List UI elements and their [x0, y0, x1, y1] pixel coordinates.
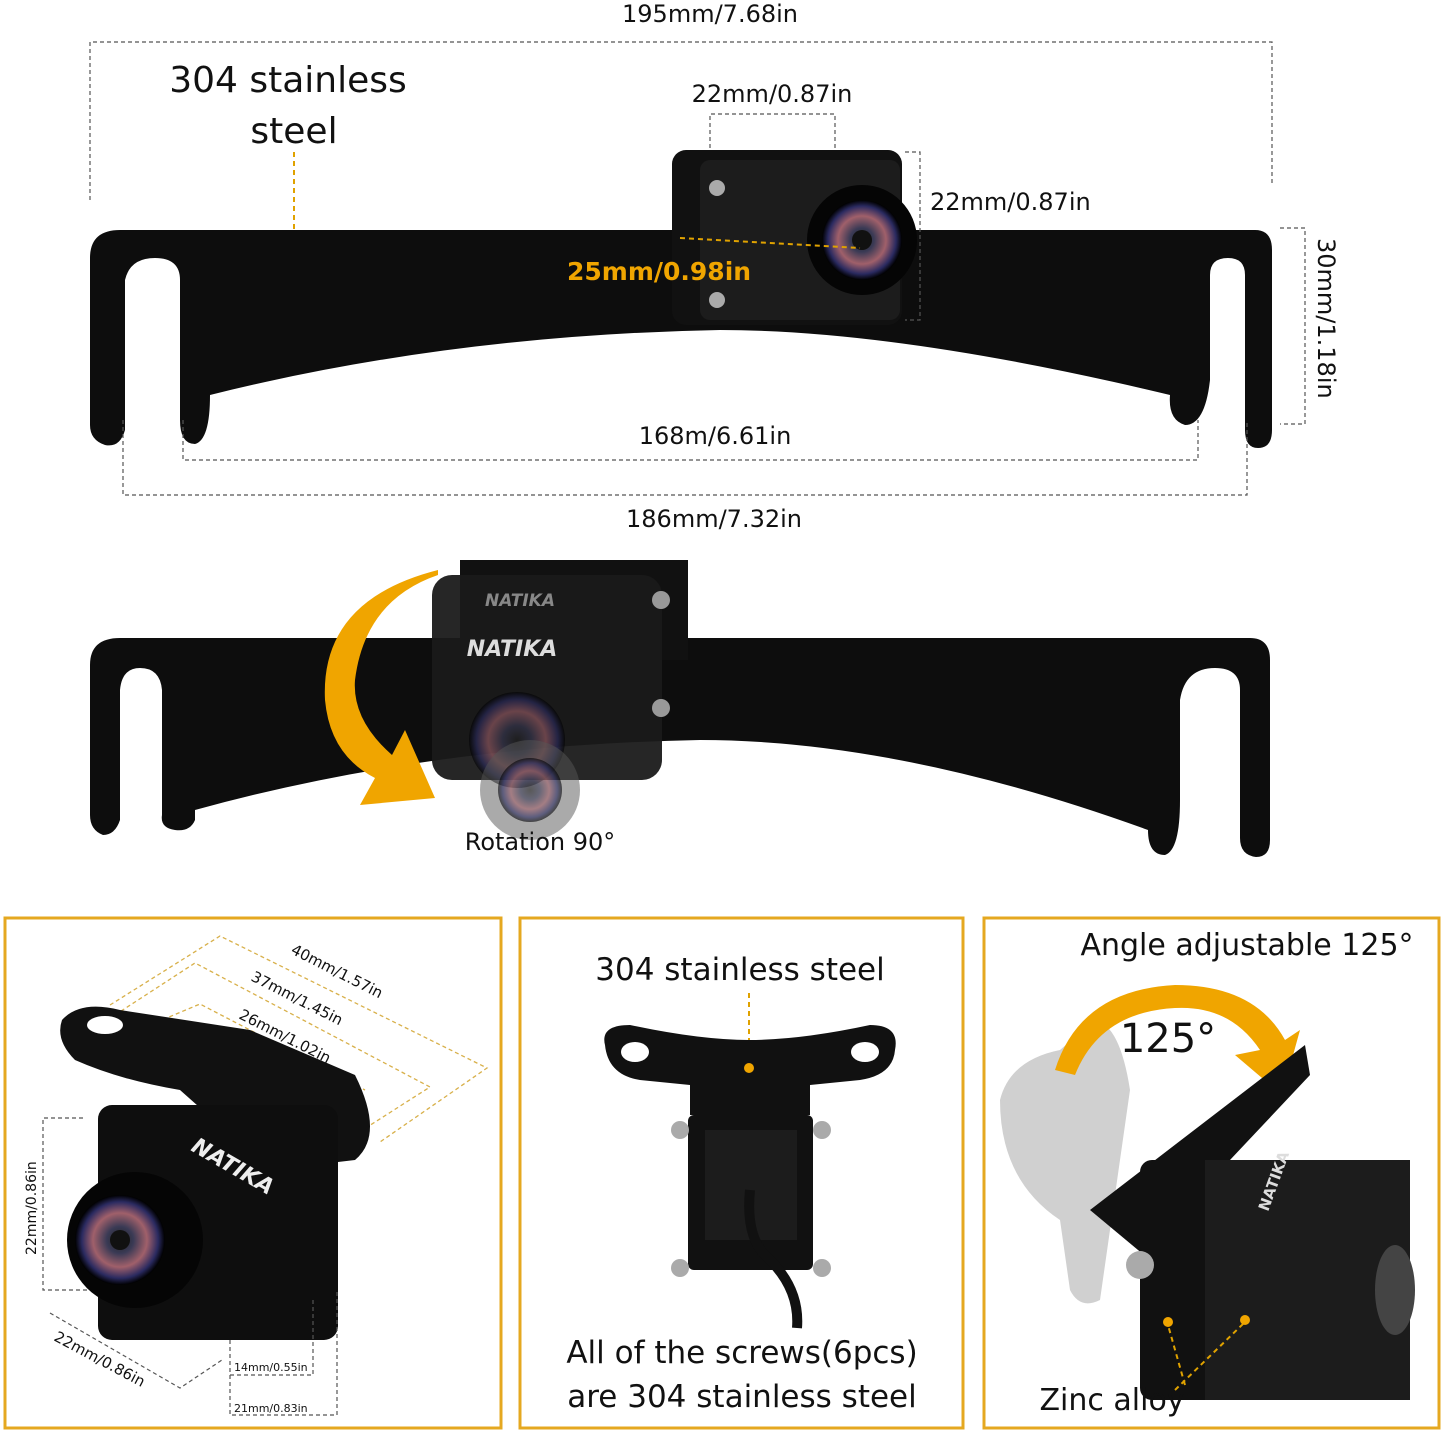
rotation-label: Rotation 90°	[465, 828, 616, 856]
svg-text:NATIKA: NATIKA	[485, 591, 555, 611]
license-bracket-2	[90, 638, 1270, 857]
dimension-14mm: 14mm/0.55in	[234, 1361, 308, 1374]
panel-dimensions: 40mm/1.57in 37mm/1.45in 26mm/1.02in NATI…	[3, 916, 503, 1430]
license-bracket	[90, 230, 1272, 448]
dimension-height: 22mm/0.86in	[24, 1161, 40, 1255]
angle-value: 125°	[1120, 1016, 1216, 1062]
panel-angle: Angle adjustable 125° 125° NATIKA Zinc a…	[982, 916, 1441, 1430]
rotation-arrow-icon	[324, 570, 438, 805]
zinc-alloy-label: Zinc alloy	[1039, 1383, 1184, 1418]
material-label-line1: 304 stainless	[169, 60, 407, 101]
panel-steel: 304 stainless steel All of the screws(6p…	[518, 916, 965, 1430]
dimension-21mm: 21mm/0.83in	[234, 1402, 308, 1415]
angle-arrow-icon	[1055, 985, 1300, 1095]
slot-span-label: 186mm/7.32in	[626, 505, 802, 533]
camera-offset-label: 25mm/0.98in	[567, 257, 751, 286]
steel-caption-line2: are 304 stainless steel	[567, 1379, 916, 1415]
brand-logo: NATIKA	[467, 637, 558, 662]
overall-width-label: 195mm/7.68in	[622, 0, 798, 28]
overall-width-line	[89, 41, 1273, 200]
camera-height-label: 22mm/0.87in	[930, 188, 1091, 216]
angle-panel-title: Angle adjustable 125°	[1080, 928, 1413, 963]
steel-caption-line1: All of the screws(6pcs)	[566, 1335, 917, 1371]
material-label-line2: steel	[250, 111, 337, 152]
bracket-height-label: 30mm/1.18in	[1312, 238, 1340, 399]
steel-panel-title: 304 stainless steel	[595, 952, 885, 988]
top-bracket-diagram: 195mm/7.68in 304 stainless steel 22mm/0.…	[89, 0, 1340, 533]
camera-width-label: 22mm/0.87in	[692, 80, 853, 108]
rotation-diagram: NATIKA NATIKA Rotation 90°	[90, 560, 1270, 857]
camera-front	[672, 150, 917, 325]
inner-width-label: 168m/6.61in	[639, 422, 792, 450]
camera-rotated: NATIKA NATIKA	[432, 575, 670, 840]
